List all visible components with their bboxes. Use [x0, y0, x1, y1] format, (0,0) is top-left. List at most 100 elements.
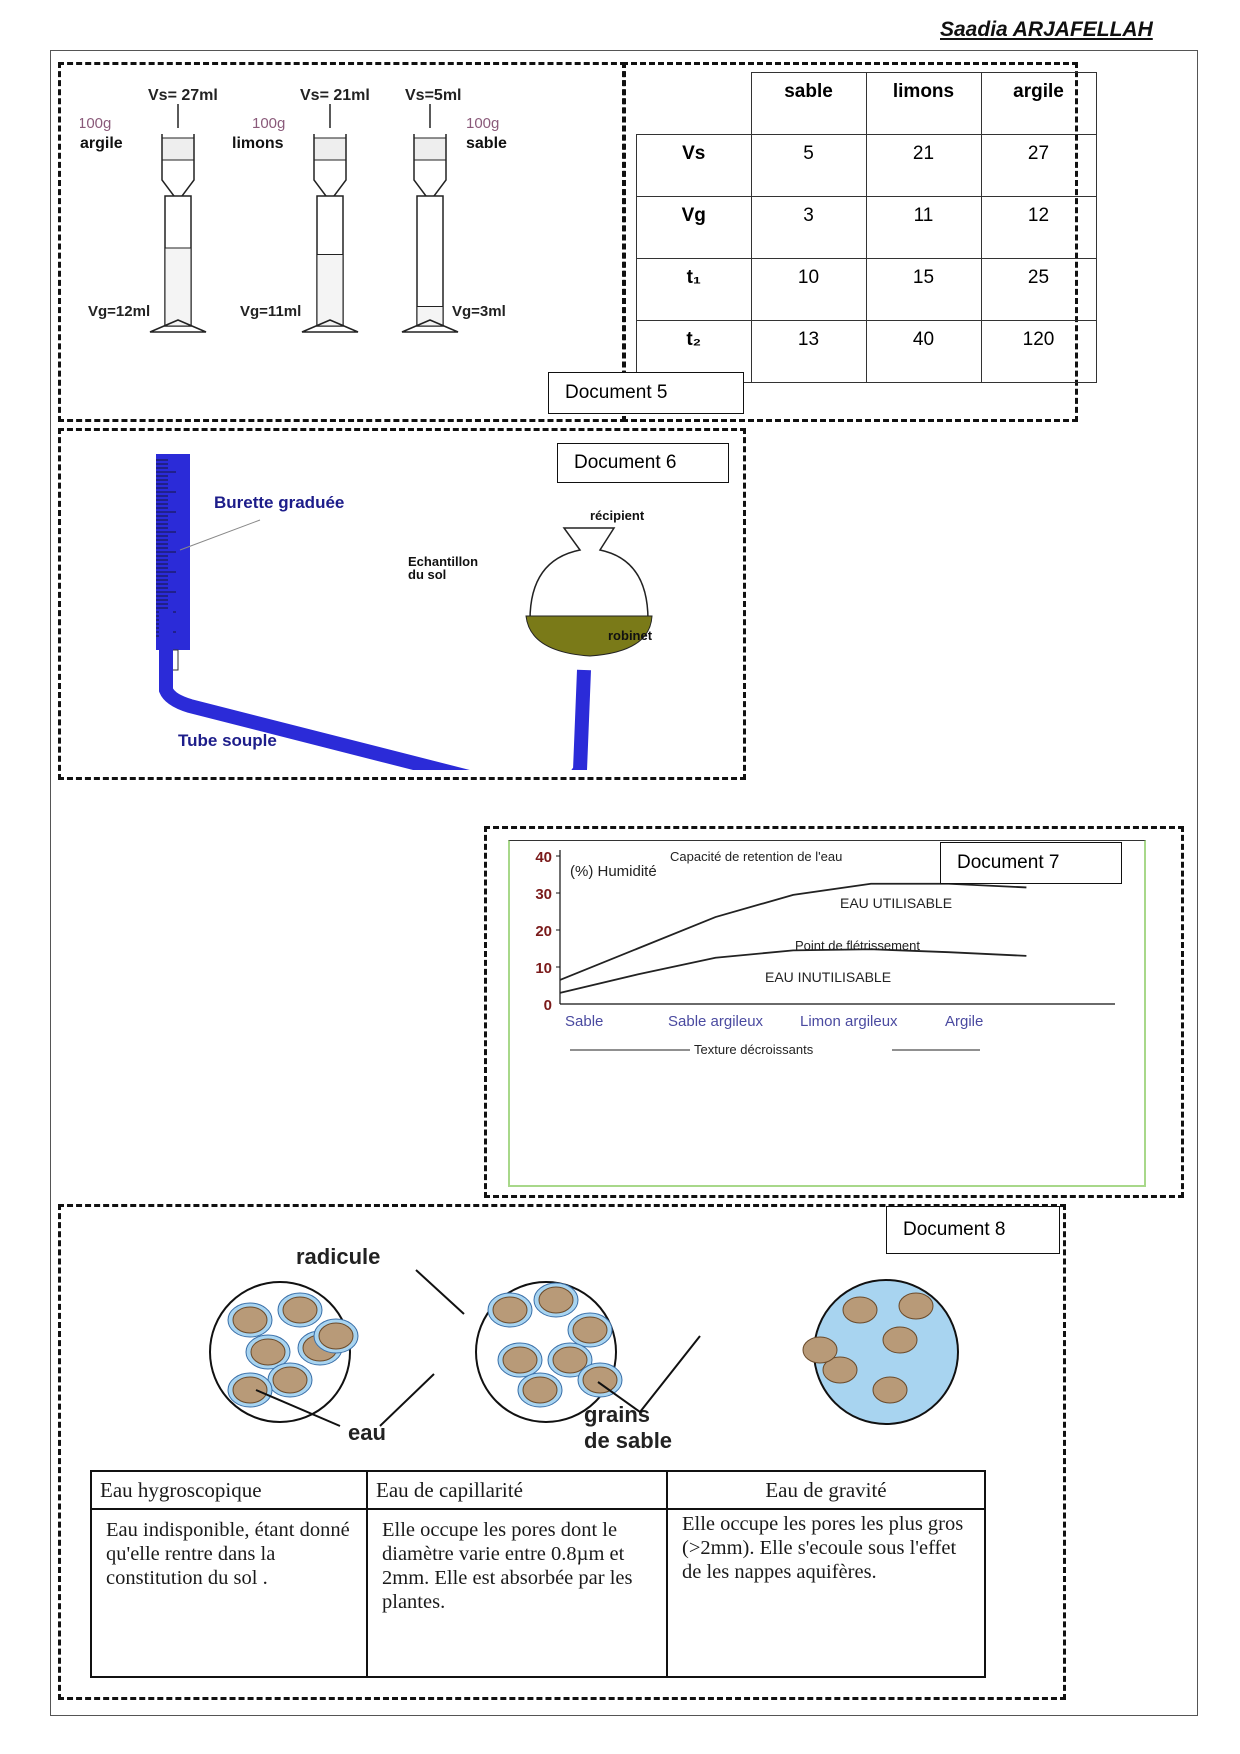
soil-sample: [161, 137, 195, 161]
x-category-label: Sable: [565, 1013, 603, 1030]
collected-water: [416, 306, 444, 327]
sand-grain: [882, 1326, 918, 1354]
sand-grain: [502, 1346, 538, 1374]
page-frame: [50, 50, 1198, 1716]
table-header-row: sable limons argile: [637, 72, 1097, 135]
soil-label: argile: [80, 135, 123, 152]
water-arrow: [255, 1389, 341, 1427]
doc5-label: Document 5: [548, 372, 744, 414]
table-row: Vs 5 21 27: [636, 134, 1097, 197]
burette-label: Burette graduée: [214, 493, 344, 512]
doc7-label: Document 7: [940, 842, 1122, 884]
soil-sample: [313, 137, 347, 161]
cylinder-base: [301, 319, 359, 333]
burette-pointer: [179, 519, 261, 551]
region-label: EAU INUTILISABLE: [765, 969, 891, 985]
doc7-chart-border: [508, 840, 1146, 1187]
y-tick-label: 20: [535, 923, 552, 940]
region-label: EAU UTILISABLE: [840, 895, 952, 911]
row-header: t₁: [636, 258, 752, 321]
recipient-label: récipient: [590, 508, 645, 523]
sample-label-2: du sol: [408, 567, 446, 582]
table-cell: 21: [865, 134, 982, 197]
sand-grain: [822, 1356, 858, 1384]
table-cell: 11: [865, 196, 982, 259]
doc8-table: Eau hygroscopique Eau de capillarité Eau…: [90, 1470, 986, 1678]
grains-label-1: grains: [584, 1402, 650, 1427]
empty-corner: [637, 73, 752, 135]
doc8-frame: [58, 1204, 1066, 1700]
sand-grain: [318, 1322, 354, 1350]
table-row: t₂ 13 40 120: [636, 320, 1097, 383]
doc6-label: Document 6: [557, 443, 729, 483]
col-header: Eau de gravité: [666, 1470, 986, 1510]
doc6-apparatus-figure: Burette graduée Tube souple récipient Ec…: [156, 454, 653, 770]
table-cell: 5: [750, 134, 867, 197]
row-header: Vg: [636, 196, 752, 259]
sand-grain: [492, 1296, 528, 1324]
y-tick-label: 30: [535, 886, 552, 903]
sand-grain: [552, 1346, 588, 1374]
table-cell: 25: [980, 258, 1097, 321]
doc7-frame: [484, 826, 1184, 1198]
sand-grain: [282, 1296, 318, 1324]
table-cell: 15: [865, 258, 982, 321]
series-line-0: [559, 882, 1027, 981]
radicule-arrow: [415, 1269, 465, 1315]
sand-grain: [842, 1296, 878, 1324]
vs-label: Vs=5ml: [405, 87, 461, 104]
table-cell: 3: [750, 196, 867, 259]
tube-label: Tube souple: [178, 731, 277, 750]
collected-water: [316, 254, 344, 327]
sand-grain: [538, 1286, 574, 1314]
collected-water: [164, 247, 192, 327]
mass-label: 100g: [252, 115, 285, 132]
doc5-table: sable limons argile Vs 5 21 27 Vg 3 11 1…: [636, 72, 1097, 383]
sand-grain: [232, 1306, 268, 1334]
sand-grain: [522, 1376, 558, 1404]
author-name: Saadia ARJAFELLAH: [940, 18, 1153, 41]
table-row: Vg 3 11 12: [636, 196, 1097, 259]
vs-label: Vs= 21ml: [300, 87, 370, 104]
sand-grain: [898, 1292, 934, 1320]
x-category-label: Argile: [945, 1013, 983, 1030]
col-header: Eau hygroscopique: [90, 1470, 368, 1510]
series-line-1: [559, 948, 1027, 994]
cylinder: [416, 195, 444, 327]
doc8-label: Document 8: [886, 1206, 1060, 1254]
valve-label: robinet: [608, 628, 653, 643]
table-cell: 120: [980, 320, 1097, 383]
vg-label: Vg=12ml: [88, 303, 150, 320]
grains-arrow: [597, 1335, 701, 1414]
sand-grain: [232, 1376, 268, 1404]
table-cell: 10: [750, 258, 867, 321]
table-row: Eau indisponible, étant donné qu'elle re…: [90, 1508, 986, 1678]
doc6-frame: [58, 428, 746, 780]
mass-label: 100g: [466, 115, 499, 132]
soil-label: limons: [232, 135, 284, 152]
soil-sample: [413, 137, 447, 161]
table-cell: Elle occupe les pores dont le diamètre v…: [366, 1508, 668, 1678]
sand-grain: [250, 1338, 286, 1366]
y-tick-label: 40: [535, 849, 552, 866]
cylinder-base: [401, 319, 459, 333]
sand-grain: [802, 1336, 838, 1364]
vg-label: Vg=3ml: [452, 303, 506, 320]
x-category-label: Limon argileux: [800, 1013, 898, 1030]
sand-grain: [872, 1376, 908, 1404]
flexible-tube: [159, 610, 591, 770]
y-tick-label: 10: [535, 960, 552, 977]
grains-label-2: de sable: [584, 1428, 672, 1453]
sand-grains: [227, 1282, 934, 1408]
table-cell: Eau indisponible, étant donné qu'elle re…: [90, 1508, 368, 1678]
water-label: eau: [348, 1420, 386, 1445]
water-arrow: [379, 1373, 435, 1427]
col-header: argile: [980, 72, 1097, 135]
cylinder-base: [149, 319, 207, 333]
table-cell: Elle occupe les pores les plus gros (>2m…: [666, 1508, 986, 1678]
vs-label: Vs= 27ml: [148, 87, 218, 104]
soil-label: sable: [466, 135, 507, 152]
